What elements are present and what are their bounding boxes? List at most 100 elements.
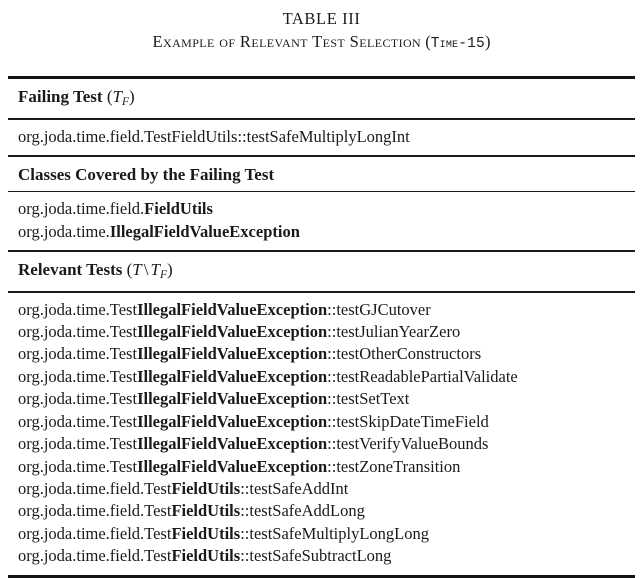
table-row: org.joda.time.field.TestFieldUtils::test… — [18, 126, 635, 148]
row-suffix: testSafeMultiplyLongLong — [249, 523, 430, 543]
row-bold-class: FieldUtils — [171, 546, 241, 566]
rule-above-classes-header — [8, 155, 635, 157]
row-bold-class: FieldUtils — [171, 523, 241, 543]
row-separator: :: — [327, 366, 337, 386]
row-prefix: org.joda.time.field. — [18, 199, 145, 219]
row-bold-class: IllegalFieldValueException — [137, 322, 328, 342]
row-prefix: org.joda.time.field.TestFieldUtils — [18, 126, 238, 146]
math-setminus: \ — [143, 259, 149, 279]
row-prefix: org.joda.time.field.Test — [18, 501, 172, 521]
math-var-T-all: T — [132, 259, 142, 279]
row-bold-class: IllegalFieldValueException — [137, 366, 328, 386]
math-sub-F-2: F — [159, 268, 168, 282]
paren-open-2: ( — [126, 259, 133, 279]
row-separator: :: — [327, 344, 337, 364]
row-separator: :: — [327, 434, 337, 454]
table-bottom-rule — [8, 574, 635, 578]
section-header-classes-covered-label: Classes Covered by the Failing Test — [18, 164, 275, 184]
row-separator: :: — [240, 546, 250, 566]
row-suffix: testSafeAddLong — [249, 501, 365, 521]
row-prefix: org.joda.time.Test — [18, 389, 138, 409]
row-bold-class: IllegalFieldValueException — [137, 299, 328, 319]
section-header-classes-covered: Classes Covered by the Failing Test — [8, 157, 635, 191]
paren-close-1: ) — [129, 87, 135, 106]
table-row: org.joda.time.TestIllegalFieldValueExcep… — [18, 321, 635, 343]
row-separator: :: — [240, 501, 250, 521]
math-var-T-failing: T — [150, 259, 160, 279]
failing-test-body: org.joda.time.field.TestFieldUtils::test… — [8, 120, 635, 155]
row-prefix: org.joda.time.Test — [18, 366, 138, 386]
row-prefix: org.joda.time.field.Test — [18, 546, 172, 566]
table-row: org.joda.time.TestIllegalFieldValueExcep… — [18, 456, 635, 478]
section-header-relevant-tests: Relevant Tests (T\TF) — [8, 252, 635, 291]
table-row: org.joda.time.field.TestFieldUtils::test… — [18, 478, 635, 500]
row-suffix: testSafeMultiplyLongInt — [246, 126, 410, 146]
math-sub-F: F — [121, 95, 130, 109]
relevant-tests-body: org.joda.time.TestIllegalFieldValueExcep… — [8, 293, 635, 575]
row-prefix: org.joda.time.Test — [18, 411, 138, 431]
section-header-failing-test: Failing Test (TF) — [8, 79, 635, 118]
row-separator: :: — [237, 126, 247, 146]
rule-under-classes-header — [8, 190, 635, 193]
row-bold-class: IllegalFieldValueException — [137, 434, 328, 454]
table-top-rule — [8, 76, 635, 79]
row-bold-class: IllegalFieldValueException — [137, 456, 328, 476]
row-prefix: org.joda.time. — [18, 221, 110, 241]
row-suffix: testSafeSubtractLong — [249, 546, 392, 566]
table-row: org.joda.time.field.TestFieldUtils::test… — [18, 500, 635, 522]
math-var-T: T — [112, 87, 122, 106]
row-separator: :: — [327, 299, 337, 319]
table-number: TABLE III — [282, 9, 361, 28]
row-prefix: org.joda.time.Test — [18, 434, 138, 454]
table-row: org.joda.time.TestIllegalFieldValueExcep… — [18, 388, 635, 410]
row-prefix: org.joda.time.field.Test — [18, 478, 172, 498]
table-title: Example of Relevant Test Selection (Time… — [0, 30, 643, 56]
row-separator: :: — [327, 411, 337, 431]
row-suffix: testOtherConstructors — [336, 344, 482, 364]
table-row: org.joda.time.TestIllegalFieldValueExcep… — [18, 411, 635, 433]
row-bold-class: IllegalFieldValueException — [137, 389, 328, 409]
row-separator: :: — [327, 456, 337, 476]
row-bold-class: IllegalFieldValueException — [137, 411, 328, 431]
rule-above-relevant-header — [8, 250, 635, 252]
table-row: org.joda.time.TestIllegalFieldValueExcep… — [18, 343, 635, 365]
table-row: org.joda.time.field.TestFieldUtils::test… — [18, 523, 635, 545]
table-row: org.joda.time.TestIllegalFieldValueExcep… — [18, 433, 635, 455]
table-title-text: Example of Relevant Test Selection — [152, 32, 422, 51]
table-row: org.joda.time.TestIllegalFieldValueExcep… — [18, 366, 635, 388]
row-suffix: testVerifyValueBounds — [336, 434, 489, 454]
relevant-test-selection-table: Failing Test (TF) org.joda.time.field.Te… — [8, 76, 635, 578]
row-separator: :: — [240, 523, 250, 543]
paren-close-2: ) — [167, 259, 173, 279]
row-prefix: org.joda.time.Test — [18, 299, 138, 319]
subject-paren-open: ( — [425, 32, 431, 51]
subject-id: Time-15 — [430, 36, 485, 52]
row-prefix: org.joda.time.Test — [18, 344, 138, 364]
classes-covered-body: org.joda.time.field.FieldUtils org.joda.… — [8, 192, 635, 250]
row-prefix: org.joda.time.Test — [18, 456, 138, 476]
row-suffix: testSafeAddInt — [249, 478, 349, 498]
section-header-failing-test-label: Failing Test — [18, 87, 103, 106]
row-prefix: org.joda.time.Test — [18, 322, 138, 342]
table-row: org.joda.time.field.FieldUtils — [18, 198, 635, 220]
row-suffix: testGJCutover — [336, 299, 431, 319]
row-suffix: testJulianYearZero — [336, 322, 461, 342]
row-prefix: org.joda.time.field.Test — [18, 523, 172, 543]
row-suffix: testSetText — [336, 389, 410, 409]
subject-paren-close: ) — [484, 32, 491, 51]
row-bold-class: FieldUtils — [171, 501, 241, 521]
table-row: org.joda.time.IllegalFieldValueException — [18, 221, 635, 243]
row-suffix: testZoneTransition — [336, 456, 461, 476]
row-suffix: testSkipDateTimeField — [336, 411, 489, 431]
row-separator: :: — [327, 322, 337, 342]
row-bold-class: IllegalFieldValueException — [137, 344, 328, 364]
row-suffix: testReadablePartialValidate — [336, 366, 518, 386]
row-bold-class: FieldUtils — [171, 478, 241, 498]
section-header-relevant-tests-label: Relevant Tests — [18, 259, 123, 279]
table-caption: TABLE III Example of Relevant Test Selec… — [0, 0, 643, 56]
table-row: org.joda.time.TestIllegalFieldValueExcep… — [18, 299, 635, 321]
rule-under-failing-test-header — [8, 118, 635, 120]
row-separator: :: — [327, 389, 337, 409]
row-separator: :: — [240, 478, 250, 498]
